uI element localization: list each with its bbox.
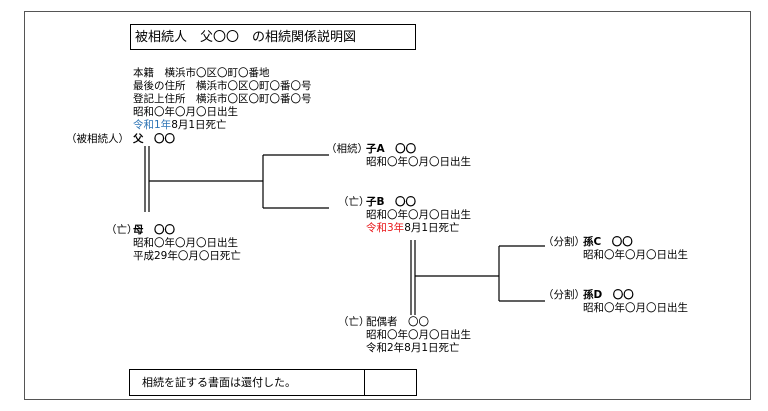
deceased-death: 令和1年8月1日死亡 — [133, 119, 227, 132]
spouse-birth: 昭和〇年〇月〇日出生 — [366, 329, 471, 341]
deceased-name: 父 〇〇 — [133, 133, 175, 145]
deceased-last-address: 最後の住所 横浜市〇区〇町〇番〇号 — [133, 80, 312, 92]
spouse-death: 令和2年8月1日死亡 — [366, 342, 460, 354]
child-a-birth: 昭和〇年〇月〇日出生 — [366, 156, 471, 168]
mother-name: 母 〇〇 — [133, 224, 175, 236]
grandchild-d-birth: 昭和〇年〇月〇日出生 — [583, 302, 688, 314]
mother-death: 平成29年〇月〇日死亡 — [133, 250, 241, 262]
deceased-birth: 昭和〇年〇月〇日出生 — [133, 106, 238, 118]
grandchild-d-name: 孫D 〇〇 — [583, 289, 634, 301]
spouse-name: 配偶者 〇〇 — [366, 316, 429, 328]
deceased-death-era: 令和1年 — [133, 119, 172, 131]
child-a-role: （相続） — [326, 143, 368, 155]
child-b-name: 子B 〇〇 — [366, 196, 417, 208]
grandchild-c-name: 孫C 〇〇 — [583, 236, 633, 248]
diagram-title: 被相続人 父〇〇 の相続関係説明図 — [135, 30, 357, 45]
grandchild-c-role: （分割） — [543, 236, 585, 248]
child-b-death-rest: 8月1日死亡 — [404, 222, 460, 234]
mother-birth: 昭和〇年〇月〇日出生 — [133, 237, 238, 249]
child-b-birth: 昭和〇年〇月〇日出生 — [366, 209, 471, 221]
spouse-role: （亡） — [338, 316, 370, 328]
deceased-role: （被相続人） — [66, 133, 129, 145]
note-box-divider — [364, 370, 365, 395]
return-note-box: 相続を証する書面は還付した。 — [129, 369, 417, 396]
title-box: 被相続人 父〇〇 の相続関係説明図 — [130, 24, 416, 50]
return-note-text: 相続を証する書面は還付した。 — [142, 376, 296, 389]
deceased-honseki: 本籍 横浜市〇区〇町〇番地 — [133, 67, 270, 79]
child-a-name: 子A 〇〇 — [366, 143, 417, 155]
child-b-death: 令和3年8月1日死亡 — [366, 222, 460, 235]
mother-role: （亡） — [106, 224, 138, 236]
child-b-role: （亡） — [338, 196, 370, 208]
grandchild-d-role: （分割） — [543, 289, 585, 301]
child-b-death-era: 令和3年 — [366, 222, 405, 234]
deceased-registered-address: 登記上住所 横浜市〇区〇町〇番〇号 — [133, 93, 312, 105]
deceased-death-rest: 8月1日死亡 — [171, 119, 227, 131]
diagram-frame — [24, 11, 751, 400]
grandchild-c-birth: 昭和〇年〇月〇日出生 — [583, 249, 688, 261]
